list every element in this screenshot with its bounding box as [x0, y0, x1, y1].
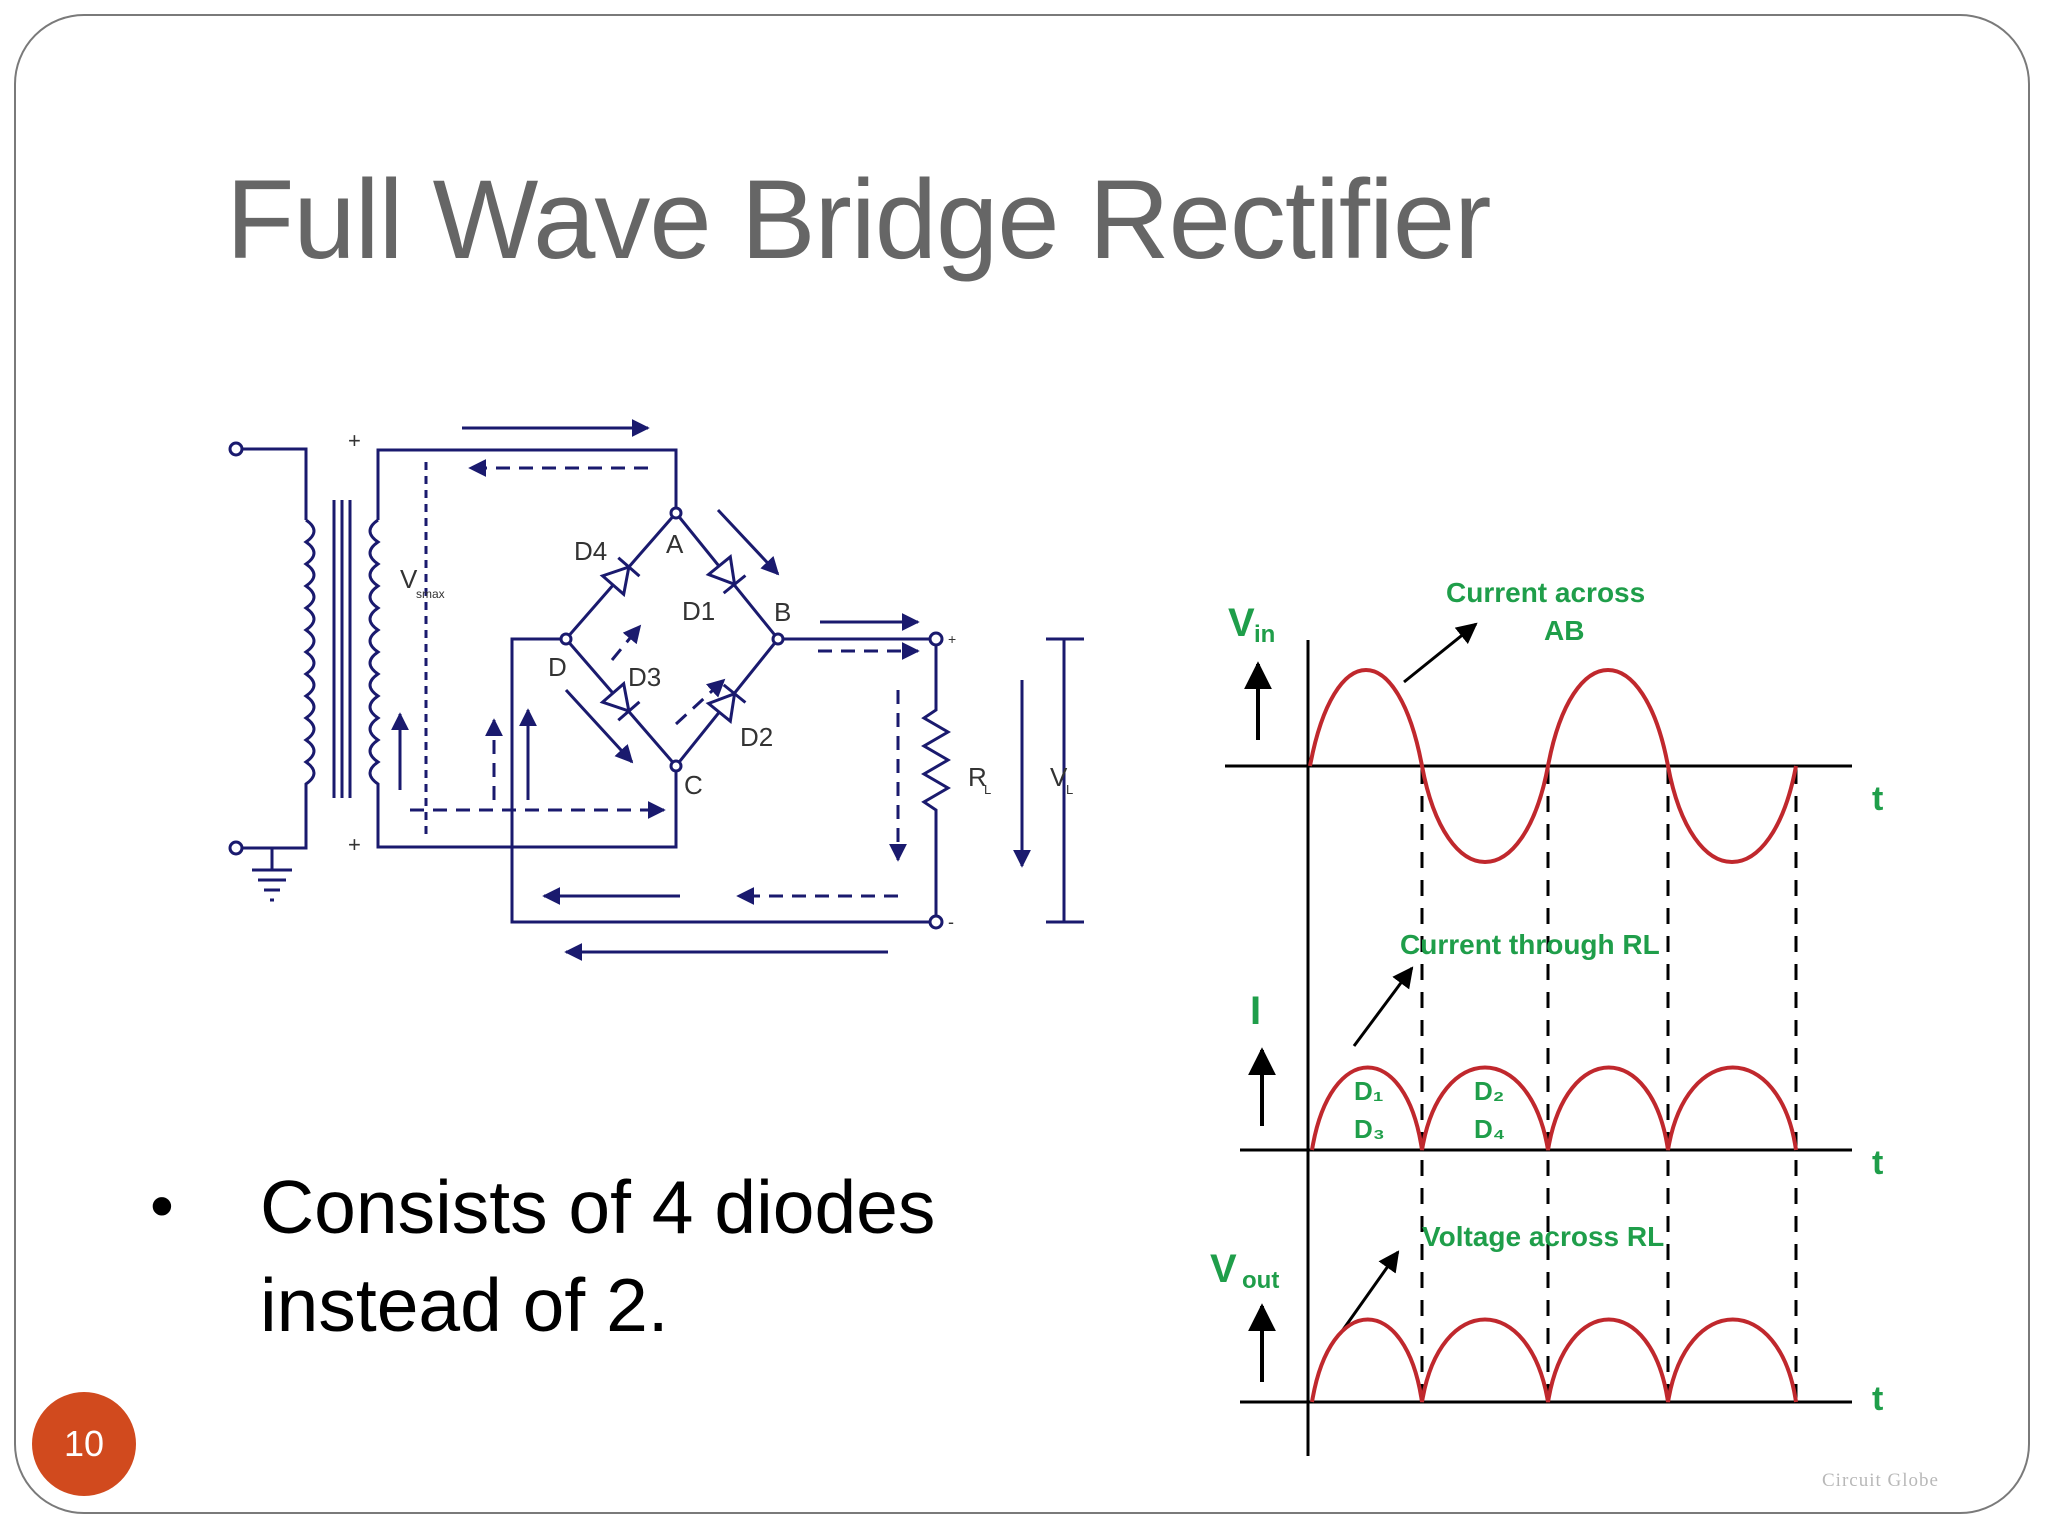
input-terminal-top — [228, 441, 244, 457]
output-terminal-top — [928, 631, 944, 647]
annotation-vout: Voltage across RL — [1422, 1221, 1664, 1252]
vout-time-label: t — [1872, 1380, 1883, 1418]
load-resistor-label: R — [968, 762, 987, 792]
load-voltage-label: V — [1050, 762, 1068, 792]
dashed-arrow-d3 — [610, 624, 642, 661]
current-label: I — [1250, 989, 1261, 1033]
secondary-coil — [368, 518, 381, 790]
node-a-dot — [669, 506, 683, 520]
pointer-vin — [1403, 622, 1478, 684]
vout-sub-label: out — [1242, 1267, 1279, 1294]
current-time-label: t — [1872, 1144, 1883, 1182]
diode-d2-symbol — [705, 683, 747, 724]
bullet-marker: • — [150, 1168, 174, 1244]
output-terminal-bottom — [928, 914, 944, 930]
transformer-core — [332, 500, 352, 798]
output-minus-label: - — [948, 912, 954, 932]
dashed-arrow-d2 — [674, 678, 726, 726]
pointer-current — [1352, 966, 1414, 1047]
output-plus-label: + — [948, 631, 956, 647]
diode-d3-label: D3 — [628, 662, 661, 692]
load-resistor-sub: L — [984, 782, 991, 797]
secondary-top-sign: + — [348, 428, 361, 453]
input-terminal-bottom — [228, 840, 244, 856]
vin-sine-wave — [1308, 668, 1798, 864]
annotation-vin-line2: AB — [1544, 615, 1584, 646]
current-rectified-wave — [1310, 1065, 1798, 1151]
node-d-return-wire — [510, 637, 936, 924]
node-a-label: A — [666, 529, 684, 559]
diode-d1-label: D1 — [682, 596, 715, 626]
load-voltage-sub: L — [1066, 782, 1073, 797]
annotation-vin-line1: Current across — [1446, 577, 1645, 608]
hump1-line1: D₁ — [1354, 1076, 1384, 1106]
diode-d3-symbol — [599, 680, 641, 722]
vout-rectified-wave — [1310, 1317, 1798, 1403]
bullet-text: Consists of 4 diodes instead of 2. — [260, 1165, 936, 1347]
bridge-circuit-diagram: A B C D D1 D2 D3 D4 + + V smax R L V L +… — [228, 419, 1084, 961]
vout-label: V — [1210, 1247, 1237, 1291]
vin-time-label: t — [1872, 780, 1883, 818]
hump1-line2: D₃ — [1354, 1114, 1385, 1144]
ground-symbol — [252, 848, 292, 902]
vsmax-label: V — [400, 564, 418, 594]
secondary-bottom-wire — [376, 766, 678, 849]
secondary-top-wire — [376, 448, 678, 520]
slide-title: Full Wave Bridge Rectifier — [226, 157, 1491, 282]
primary-top-lead — [242, 447, 308, 520]
vin-sub-label: in — [1254, 621, 1275, 648]
load-resistor — [921, 639, 951, 922]
watermark-text: Circuit Globe — [1822, 1470, 1939, 1491]
node-b-dot — [771, 632, 785, 646]
diode-d1-symbol — [705, 554, 747, 595]
page-number-badge: 10 — [32, 1392, 136, 1496]
node-d-dot — [559, 632, 573, 646]
pointer-vout — [1338, 1250, 1400, 1335]
node-d-label: D — [548, 652, 567, 682]
diode-d4-label: D4 — [574, 536, 607, 566]
diode-d2-label: D2 — [740, 722, 773, 752]
primary-bottom-lead — [242, 790, 308, 850]
node-c-dot — [669, 759, 683, 773]
diode-d4-symbol — [599, 556, 641, 598]
secondary-bottom-sign: + — [348, 832, 361, 857]
vin-label: V — [1228, 601, 1255, 645]
vl-measure — [1046, 637, 1084, 924]
primary-coil — [303, 518, 316, 790]
waveform-diagram: V in I V out t t t Current across AB Cur… — [1210, 577, 1883, 1456]
hump2-line2: D₄ — [1474, 1114, 1505, 1144]
node-c-label: C — [684, 770, 703, 800]
annotation-current: Current through RL — [1400, 929, 1660, 960]
flow-arrow-d-c — [564, 688, 634, 764]
node-b-label: B — [774, 597, 791, 627]
vsmax-sub: smax — [416, 587, 445, 601]
hump2-line1: D₂ — [1474, 1076, 1504, 1106]
flow-arrow-a-b — [716, 508, 780, 576]
